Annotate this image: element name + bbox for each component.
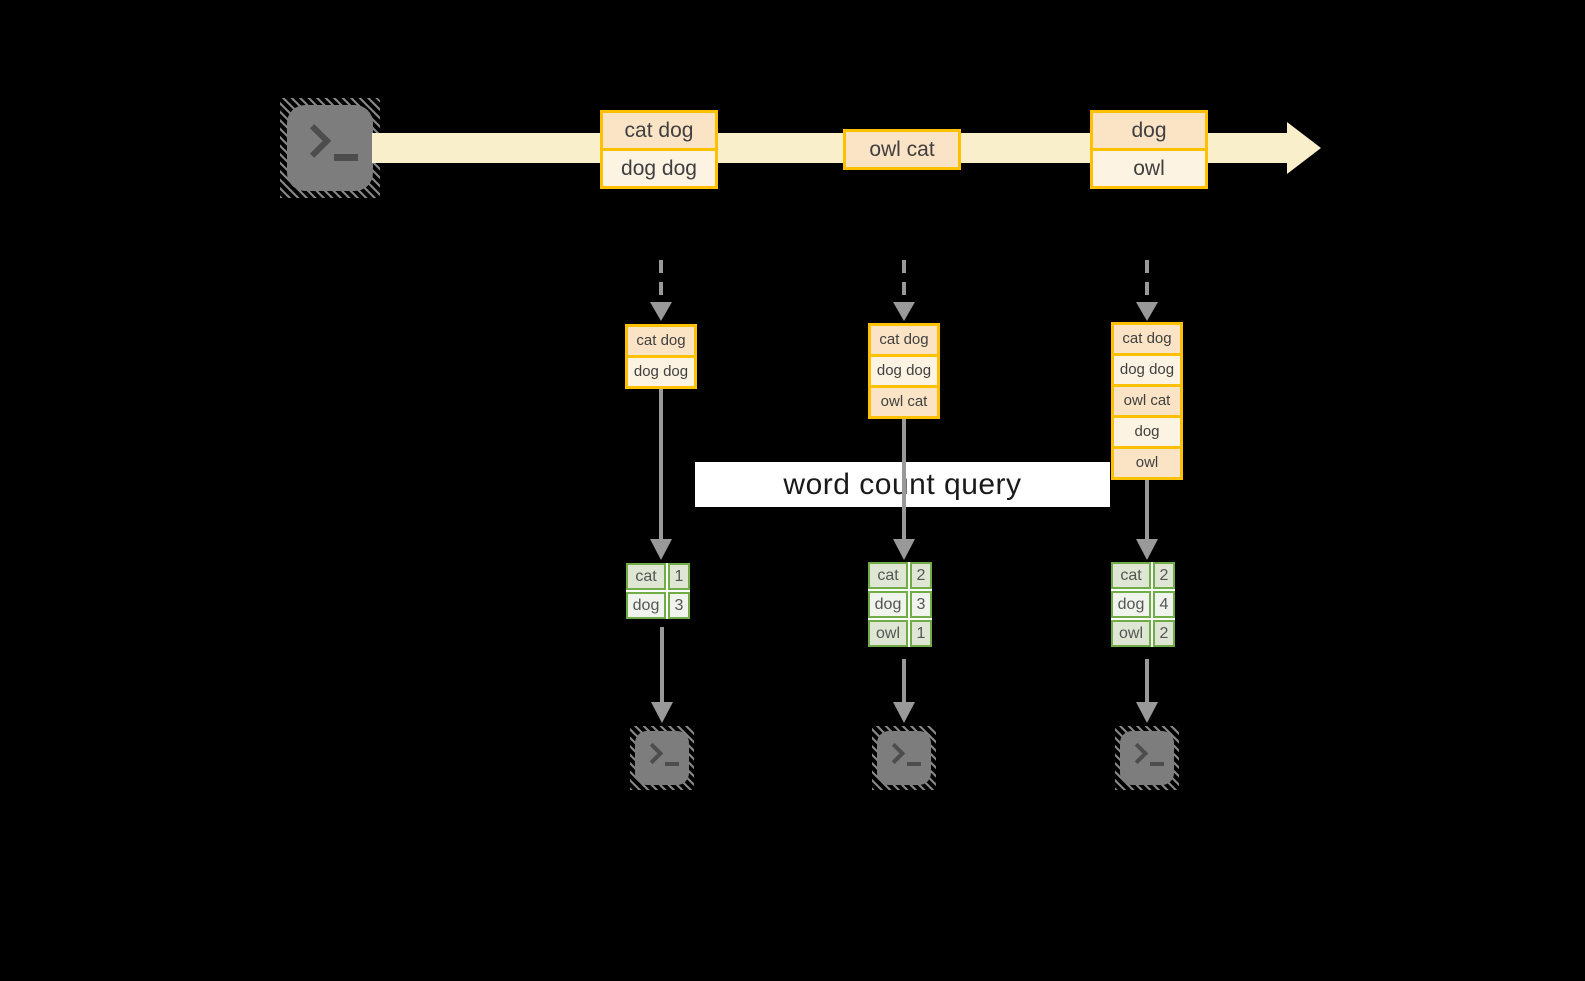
word-cell: owl [868, 620, 908, 647]
buffer-line: owl cat [1114, 384, 1180, 415]
output-arrow-3-head-icon [1136, 702, 1158, 723]
stream-arrowhead-icon [1287, 122, 1321, 174]
buffer-line: dog dog [1114, 353, 1180, 384]
sink-terminal-3-icon [1115, 726, 1179, 790]
source-terminal-icon [280, 98, 380, 198]
sink-terminal-2-icon [872, 726, 936, 790]
word-cell: owl [1111, 620, 1151, 647]
buffer-line: owl cat [871, 385, 937, 416]
count-cell: 3 [668, 592, 690, 619]
count-cell: 3 [910, 591, 932, 618]
count-cell: 2 [910, 562, 932, 589]
output-arrow-1-line [660, 627, 664, 703]
record-line: dog dog [603, 148, 715, 186]
buffer-line: owl [1114, 446, 1180, 477]
buffer-line: cat dog [871, 326, 937, 354]
word-cell: cat [868, 562, 908, 589]
buffer-line: cat dog [1114, 325, 1180, 353]
record-line: cat dog [603, 113, 715, 148]
buffer-line: cat dog [628, 327, 694, 355]
query-arrow-2-head-icon [893, 539, 915, 560]
word-cell: dog [626, 592, 666, 619]
stream-record-2: owl cat [843, 129, 961, 170]
prompt-underscore-icon [1149, 761, 1165, 766]
word-cell: cat [626, 563, 666, 590]
word-cell: dog [868, 591, 908, 618]
buffer-line: dog dog [628, 355, 694, 386]
count-cell: 1 [910, 620, 932, 647]
prompt-chevron-icon [296, 124, 332, 159]
terminal-prompt-icon [287, 105, 373, 191]
query-arrow-1-line [659, 389, 663, 540]
prompt-chevron-icon [641, 743, 663, 765]
prompt-underscore-icon [906, 761, 922, 766]
buffer-stack-2: cat dog dog dog owl cat [868, 323, 940, 419]
output-arrow-2-head-icon [893, 702, 915, 723]
count-cell: 1 [668, 563, 690, 590]
word-cell: cat [1111, 562, 1151, 589]
buffer-line: dog dog [871, 354, 937, 385]
query-arrow-1-head-icon [650, 539, 672, 560]
output-arrow-2-line [902, 659, 906, 703]
count-cell: 4 [1153, 591, 1175, 618]
count-cell: 2 [1153, 620, 1175, 647]
prompt-underscore-icon [664, 761, 680, 766]
prompt-underscore-icon [334, 154, 359, 162]
terminal-prompt-icon [877, 731, 931, 785]
record-line: dog [1093, 113, 1205, 148]
word-count-table-3: cat 2 dog 4 owl 2 [1111, 562, 1175, 647]
terminal-prompt-icon [635, 731, 689, 785]
sink-terminal-1-icon [630, 726, 694, 790]
count-cell: 2 [1153, 562, 1175, 589]
buffer-stack-1: cat dog dog dog [625, 324, 697, 389]
record-line: owl cat [846, 132, 958, 167]
query-arrow-3-line [1145, 480, 1149, 540]
word-count-table-2: cat 2 dog 3 owl 1 [868, 562, 932, 647]
query-arrow-3-head-icon [1136, 539, 1158, 560]
buffer-stack-3: cat dog dog dog owl cat dog owl [1111, 322, 1183, 480]
output-arrow-3-line [1145, 659, 1149, 703]
prompt-chevron-icon [883, 743, 905, 765]
stream-record-3: dog owl [1090, 110, 1208, 189]
record-line: owl [1093, 148, 1205, 186]
word-cell: dog [1111, 591, 1151, 618]
stream-record-1: cat dog dog dog [600, 110, 718, 189]
terminal-prompt-icon [1120, 731, 1174, 785]
output-arrow-1-head-icon [651, 702, 673, 723]
query-arrow-2-line [902, 419, 906, 540]
prompt-chevron-icon [1126, 743, 1148, 765]
word-count-table-1: cat 1 dog 3 [626, 563, 690, 619]
buffer-line: dog [1114, 415, 1180, 446]
